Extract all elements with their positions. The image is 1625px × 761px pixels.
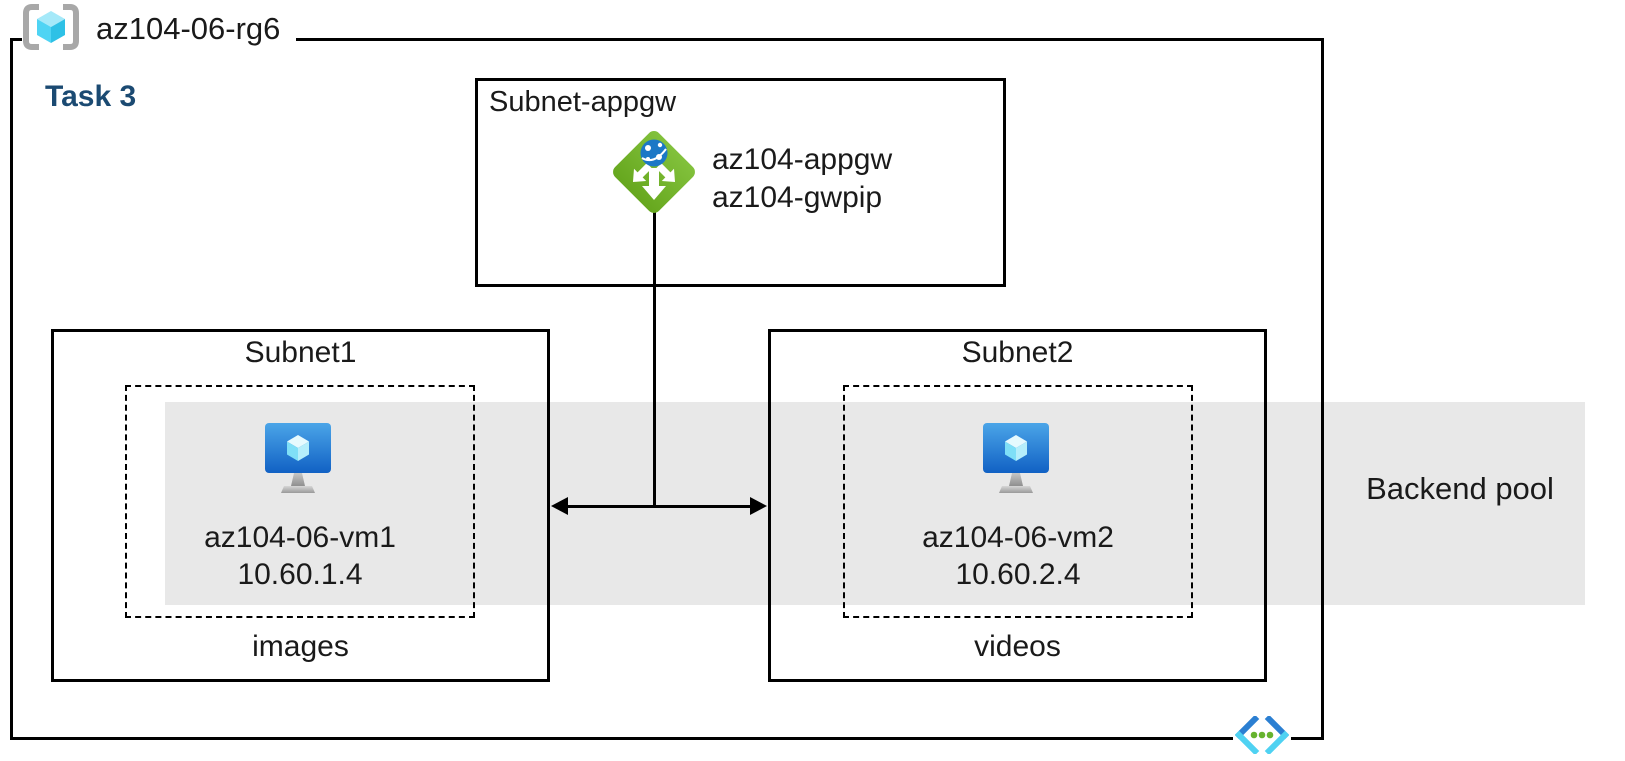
- vm1-name: az104-06-vm1: [204, 521, 396, 554]
- subnet1-label: Subnet1: [244, 336, 357, 369]
- arrowhead-right-icon: [750, 497, 767, 515]
- vm2-name: az104-06-vm2: [922, 521, 1114, 554]
- resource-group-box: [10, 38, 1324, 740]
- vm2-caption: az104-06-vm2 10.60.2.4: [868, 519, 1168, 593]
- backend-pool-label: Backend pool: [1366, 471, 1554, 506]
- application-gateway-icon: [604, 128, 704, 221]
- virtual-network-icon: [1233, 713, 1291, 757]
- backend-pool-band: [165, 402, 1585, 605]
- subnet2-box: [768, 329, 1267, 682]
- subnet1-vm-group-dashed-box: [125, 385, 475, 618]
- resource-group-header: az104-06-rg6: [22, 2, 297, 56]
- subnet-appgw-box: [475, 78, 1006, 287]
- virtual-machine-icon: [983, 423, 1049, 500]
- arrowhead-left-icon: [551, 497, 568, 515]
- vm1-caption: az104-06-vm1 10.60.1.4: [150, 519, 450, 593]
- subnet-appgw-label: Subnet-appgw: [489, 86, 677, 118]
- resource-group-icon: [22, 3, 80, 56]
- vm1-ip: 10.60.1.4: [237, 558, 363, 591]
- subnet-to-subnet-arrow: [565, 505, 753, 508]
- subnet2-container-label: videos: [974, 630, 1061, 663]
- resource-group-name: az104-06-rg6: [96, 11, 281, 46]
- appgw-public-ip-name: az104-gwpip: [712, 181, 883, 214]
- subnet2-vm-group-dashed-box: [843, 385, 1193, 618]
- subnet2-label: Subnet2: [961, 336, 1074, 369]
- appgw-to-backend-connector: [653, 211, 656, 507]
- task-heading: Task 3: [45, 80, 137, 113]
- subnet1-container-label: images: [252, 630, 349, 663]
- vm2-ip: 10.60.2.4: [955, 558, 1081, 591]
- appgw-gateway-name: az104-appgw: [712, 143, 893, 176]
- subnet1-box: [51, 329, 550, 682]
- appgw-resource-names: az104-appgw az104-gwpip: [712, 141, 892, 217]
- virtual-machine-icon: [265, 423, 331, 500]
